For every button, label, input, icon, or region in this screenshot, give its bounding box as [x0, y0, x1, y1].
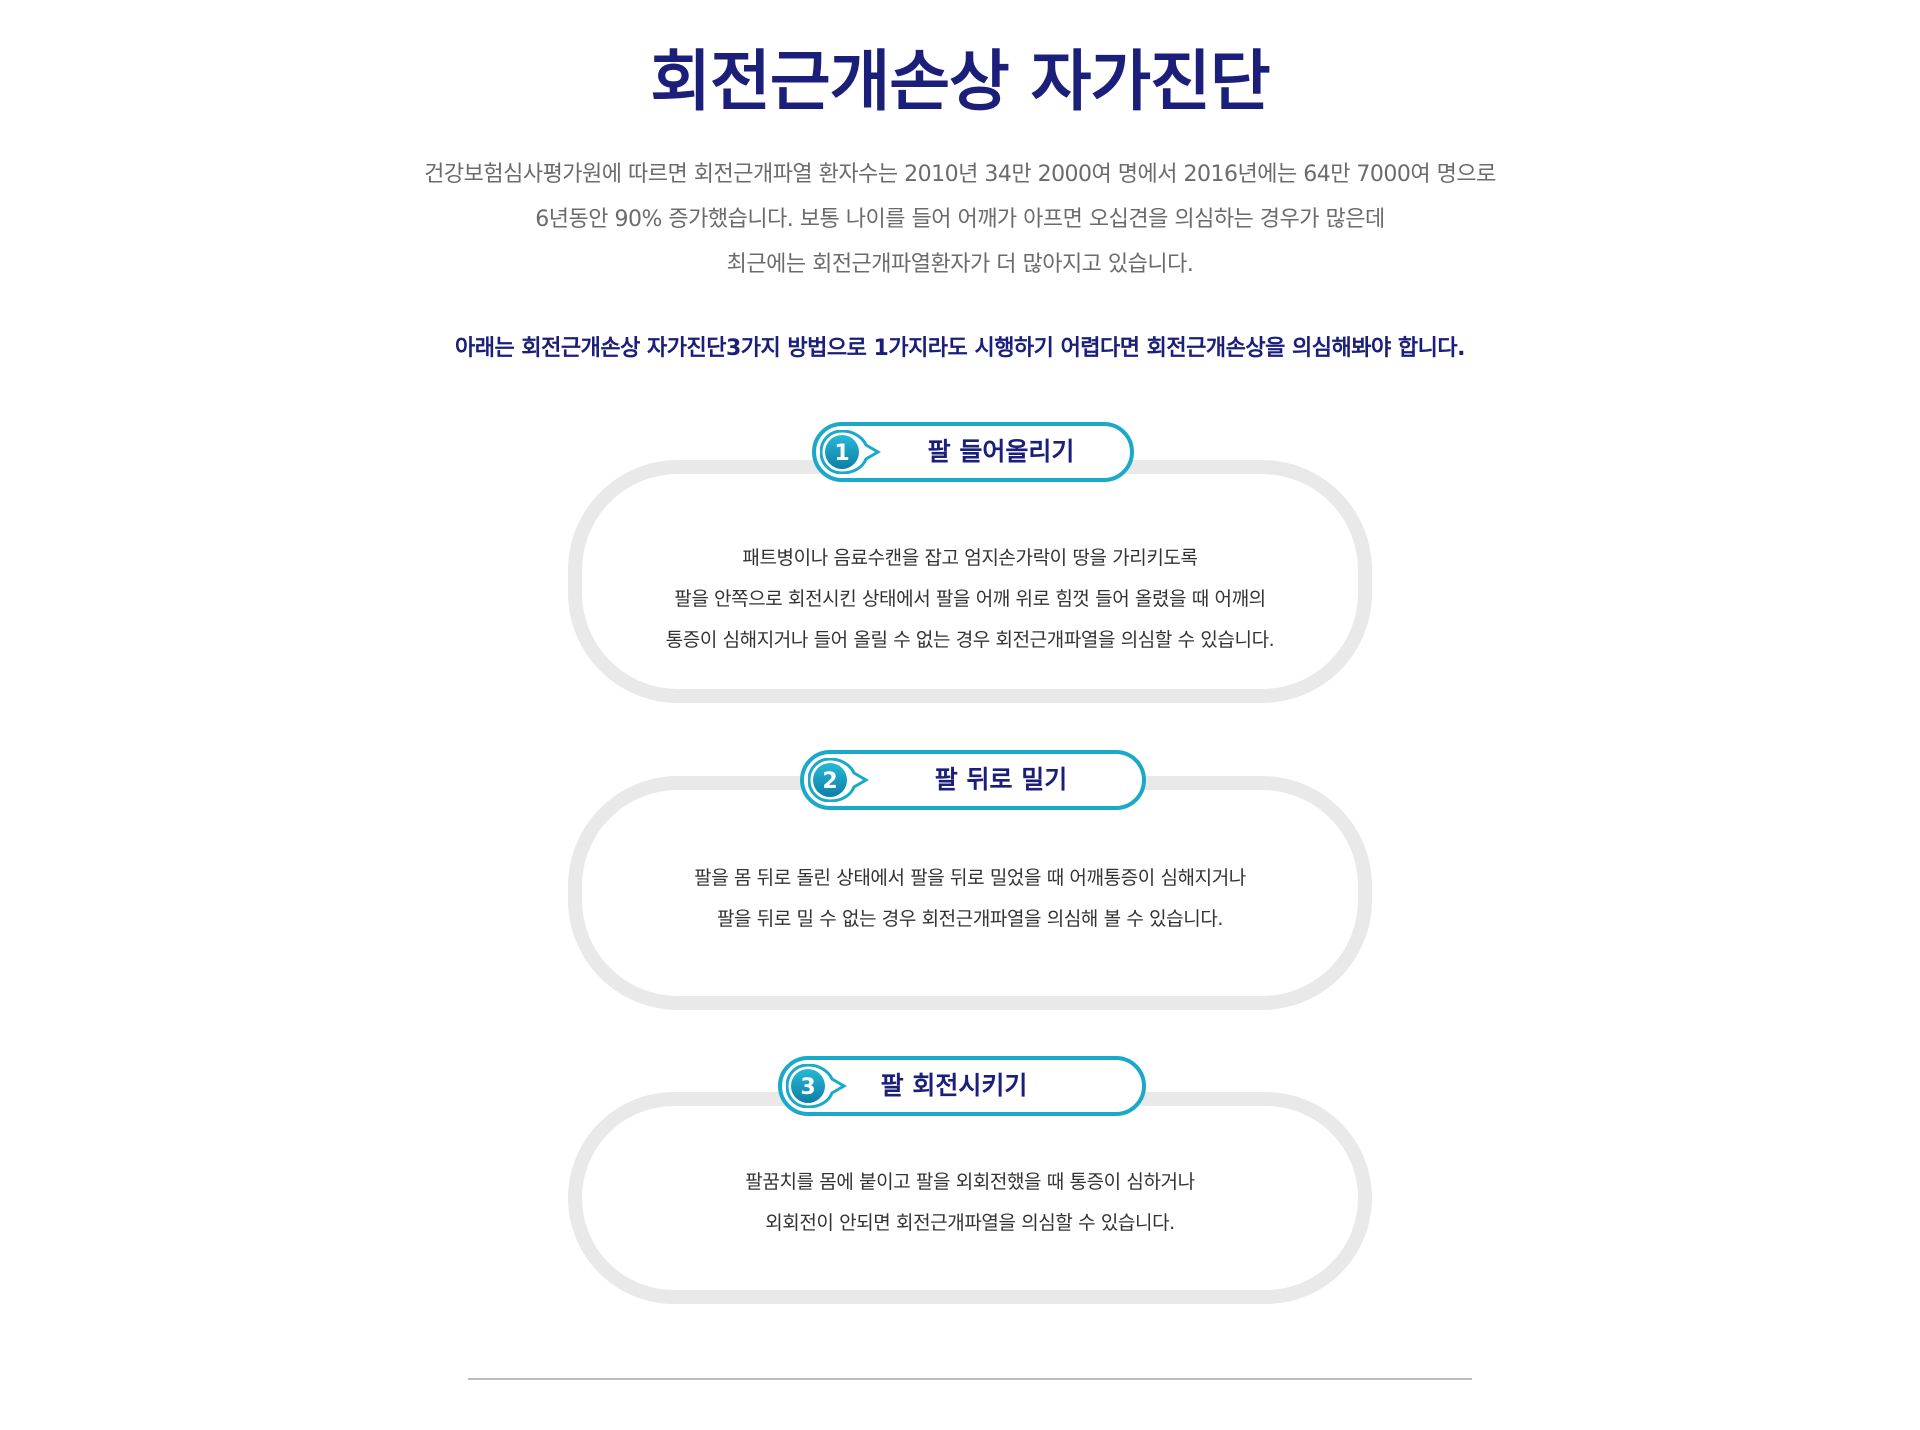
test-card-2: 팔을 몸 뒤로 돌린 상태에서 팔을 뒤로 밀었을 때 어깨통증이 심해지거나 …	[568, 776, 1372, 1010]
bottom-divider	[468, 1378, 1472, 1380]
test-line: 팔을 몸 뒤로 돌린 상태에서 팔을 뒤로 밀었을 때 어깨통증이 심해지거나	[694, 867, 1246, 889]
test-line: 패트병이나 음료수캔을 잡고 엄지손가락이 땅을 가리키도록	[742, 547, 1198, 569]
intro-line: 건강보험심사평가원에 따르면 회전근개파열 환자수는 2010년 34만 200…	[424, 162, 1496, 187]
test-card-1-text: 패트병이나 음료수캔을 잡고 엄지손가락이 땅을 가리키도록 팔을 안쪽으로 회…	[582, 538, 1358, 661]
test-number: 2	[822, 769, 837, 794]
test-line: 외회전이 안되면 회전근개파열을 의심할 수 있습니다.	[765, 1212, 1175, 1234]
intro-paragraph: 건강보험심사평가원에 따르면 회전근개파열 환자수는 2010년 34만 200…	[0, 152, 1920, 287]
emphasis-note: 아래는 회전근개손상 자가진단3가지 방법으로 1가지라도 시행하기 어렵다면 …	[455, 336, 1465, 361]
test-line: 팔을 뒤로 밀 수 없는 경우 회전근개파열을 의심해 볼 수 있습니다.	[716, 908, 1224, 930]
test-number: 3	[800, 1075, 815, 1100]
test-title: 팔 뒤로 밀기	[934, 765, 1068, 794]
test-line: 팔꿈치를 몸에 붙이고 팔을 외회전했을 때 통증이 심하거나	[745, 1171, 1195, 1193]
number-bubble-icon: 1	[820, 430, 881, 474]
intro-line: 최근에는 회전근개파열환자가 더 많아지고 있습니다.	[726, 252, 1194, 277]
test-tag-1: 1 팔 들어올리기	[812, 422, 1134, 482]
test-line: 통증이 심해지거나 들어 올릴 수 없는 경우 회전근개파열을 의심할 수 있습…	[665, 629, 1275, 651]
test-title: 팔 회전시키기	[880, 1071, 1028, 1100]
test-tag-3: 3 팔 회전시키기	[778, 1056, 1146, 1116]
page-title: 회전근개손상 자가진단	[650, 43, 1270, 120]
test-card-3-text: 팔꿈치를 몸에 붙이고 팔을 외회전했을 때 통증이 심하거나 외회전이 안되면…	[582, 1162, 1358, 1244]
test-card-1: 패트병이나 음료수캔을 잡고 엄지손가락이 땅을 가리키도록 팔을 안쪽으로 회…	[568, 460, 1372, 703]
test-line: 팔을 안쪽으로 회전시킨 상태에서 팔을 어깨 위로 힘껏 들어 올렸을 때 어…	[674, 588, 1266, 610]
test-title: 팔 들어올리기	[927, 437, 1075, 466]
number-bubble-icon: 2	[808, 758, 869, 802]
test-number: 1	[834, 441, 849, 466]
intro-line: 6년동안 90% 증가했습니다. 보통 나이를 들어 어깨가 아프면 오십견을 …	[535, 207, 1385, 232]
test-card-2-text: 팔을 몸 뒤로 돌린 상태에서 팔을 뒤로 밀었을 때 어깨통증이 심해지거나 …	[582, 858, 1358, 940]
number-bubble-icon: 3	[786, 1064, 847, 1108]
test-tag-2: 2 팔 뒤로 밀기	[800, 750, 1146, 810]
test-card-3: 팔꿈치를 몸에 붙이고 팔을 외회전했을 때 통증이 심하거나 외회전이 안되면…	[568, 1092, 1372, 1304]
